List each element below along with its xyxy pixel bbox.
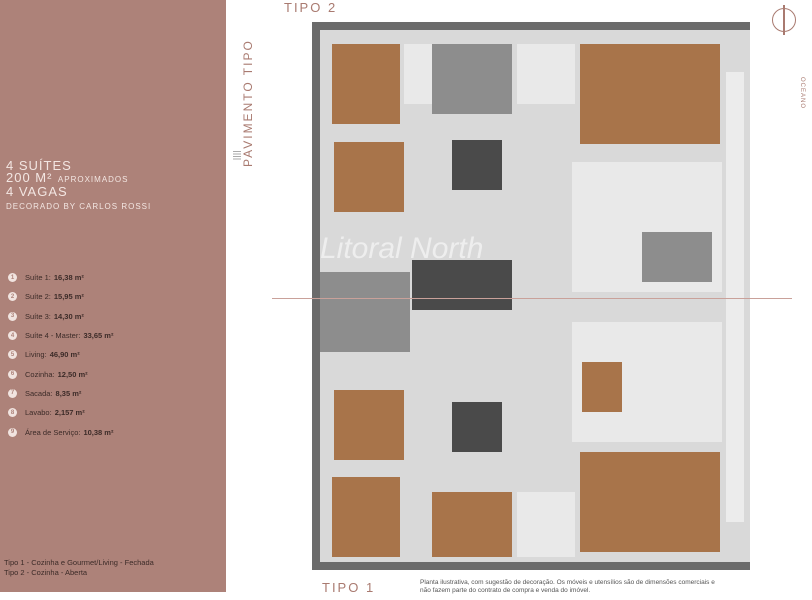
parking-count: 4 VAGAS <box>6 184 68 199</box>
room-area: 46,90 m² <box>49 350 80 360</box>
number-badge: 2 <box>8 292 17 302</box>
legend-item: 3 Suíte 3:14,30 m² <box>8 307 113 326</box>
number-badge: 5 <box>8 350 17 360</box>
type-1-note: Tipo 1 - Cozinha e Gourmet/Living - Fech… <box>4 558 154 567</box>
legend-item: 1 Suíte 1:16,38 m² <box>8 268 113 287</box>
decorator: DECORADO BY CARLOS ROSSI <box>6 202 152 211</box>
room-label: Lavabo: <box>25 408 52 418</box>
room-area: 14,30 m² <box>53 311 84 321</box>
watermark: Litoral North <box>320 232 484 265</box>
tipo-2-label: TIPO 2 <box>284 0 338 15</box>
legend-item: 2 Suíte 2:15,95 m² <box>8 287 113 306</box>
room-area: 12,50 m² <box>57 369 88 379</box>
tipo-1-label: TIPO 1 <box>322 580 376 595</box>
room-label: Suíte 4 - Master: <box>25 331 81 341</box>
number-badge: 8 <box>8 408 17 418</box>
floor-plan <box>312 22 750 570</box>
number-badge: 7 <box>8 388 17 398</box>
menu-icon[interactable] <box>233 151 241 161</box>
legend-item: 5 Living:46,90 m² <box>8 345 113 364</box>
room-label: Sacada: <box>25 388 53 398</box>
number-badge: 3 <box>8 311 17 321</box>
vertical-title-text: PAVIMENTO TIPO <box>241 39 255 167</box>
legend-item: 4 Suíte 4 - Master:33,65 m² <box>8 326 113 345</box>
summary: 4 SUÍTES 200 M² APROXIMADOS 4 VAGAS DECO… <box>6 158 152 213</box>
disclaimer: Planta ilustrativa, com sugestão de deco… <box>420 579 715 594</box>
ocean-label: OCEANO <box>799 76 806 110</box>
room-label: Living: <box>25 350 47 360</box>
legend-item: 6 Cozinha:12,50 m² <box>8 364 113 383</box>
type-2-note: Tipo 2 - Cozinha - Aberta <box>4 568 88 577</box>
info-panel: 4 SUÍTES 200 M² APROXIMADOS 4 VAGAS DECO… <box>0 0 226 592</box>
room-label: Suíte 3: <box>25 311 51 321</box>
room-area: 8,35 m² <box>55 388 82 398</box>
axis-line <box>272 298 792 299</box>
vertical-title: PAVIMENTO TIPO <box>228 0 255 170</box>
room-label: Área de Serviço: <box>25 427 81 437</box>
legend-item: 9 Área de Serviço:10,38 m² <box>8 422 113 441</box>
area: 200 M² <box>6 170 53 185</box>
number-badge: 9 <box>8 427 17 437</box>
number-badge: 4 <box>8 331 17 341</box>
room-area: 33,65 m² <box>83 331 114 341</box>
room-area: 10,38 m² <box>83 427 114 437</box>
legend-item: 8 Lavabo:2,157 m² <box>8 403 113 422</box>
number-badge: 1 <box>8 273 17 283</box>
room-area: 15,95 m² <box>53 292 84 302</box>
room-label: Suíte 1: <box>25 273 51 283</box>
area-note: APROXIMADOS <box>57 175 129 184</box>
compass-icon <box>772 5 796 35</box>
type-notes: Tipo 1 - Cozinha e Gourmet/Living - Fech… <box>4 558 154 578</box>
number-badge: 6 <box>8 369 17 379</box>
legend-item: 7 Sacada:8,35 m² <box>8 384 113 403</box>
suites-count: 4 SUÍTES <box>6 158 72 173</box>
room-area: 16,38 m² <box>53 273 84 283</box>
room-label: Suíte 2: <box>25 292 51 302</box>
room-label: Cozinha: <box>25 369 55 379</box>
room-area: 2,157 m² <box>54 408 85 418</box>
